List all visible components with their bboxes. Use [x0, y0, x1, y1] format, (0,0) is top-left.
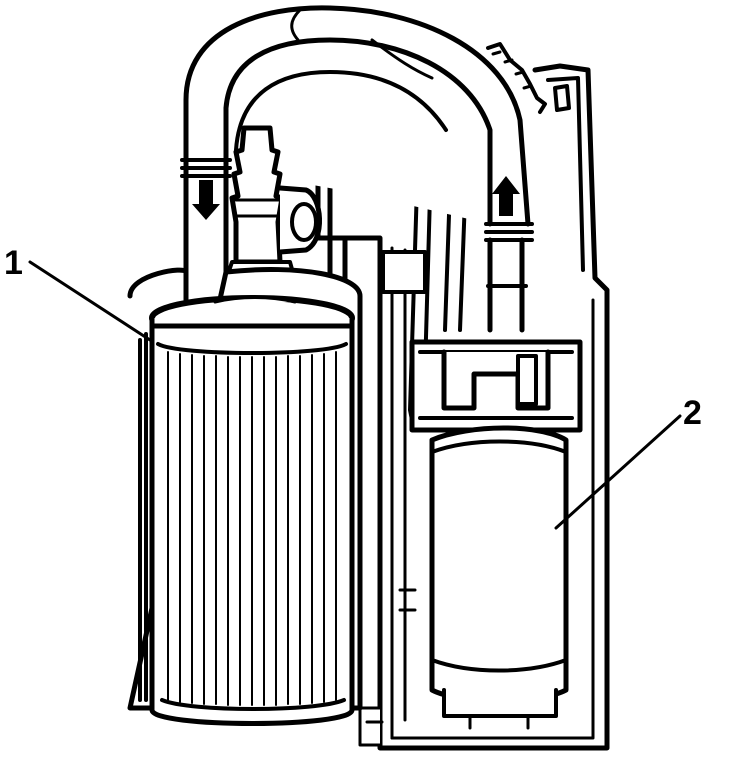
leader-line-1 [28, 260, 152, 342]
callout-2: 2 [683, 394, 702, 432]
fuel-filter [127, 267, 363, 726]
leader-lines [28, 260, 682, 530]
up-arrow-icon [492, 176, 520, 216]
fuel-pump [409, 339, 583, 730]
down-arrow-icon [192, 180, 220, 220]
leader-line-2 [554, 414, 682, 530]
callout-1: 1 [4, 244, 23, 282]
flow-arrows [192, 176, 520, 220]
